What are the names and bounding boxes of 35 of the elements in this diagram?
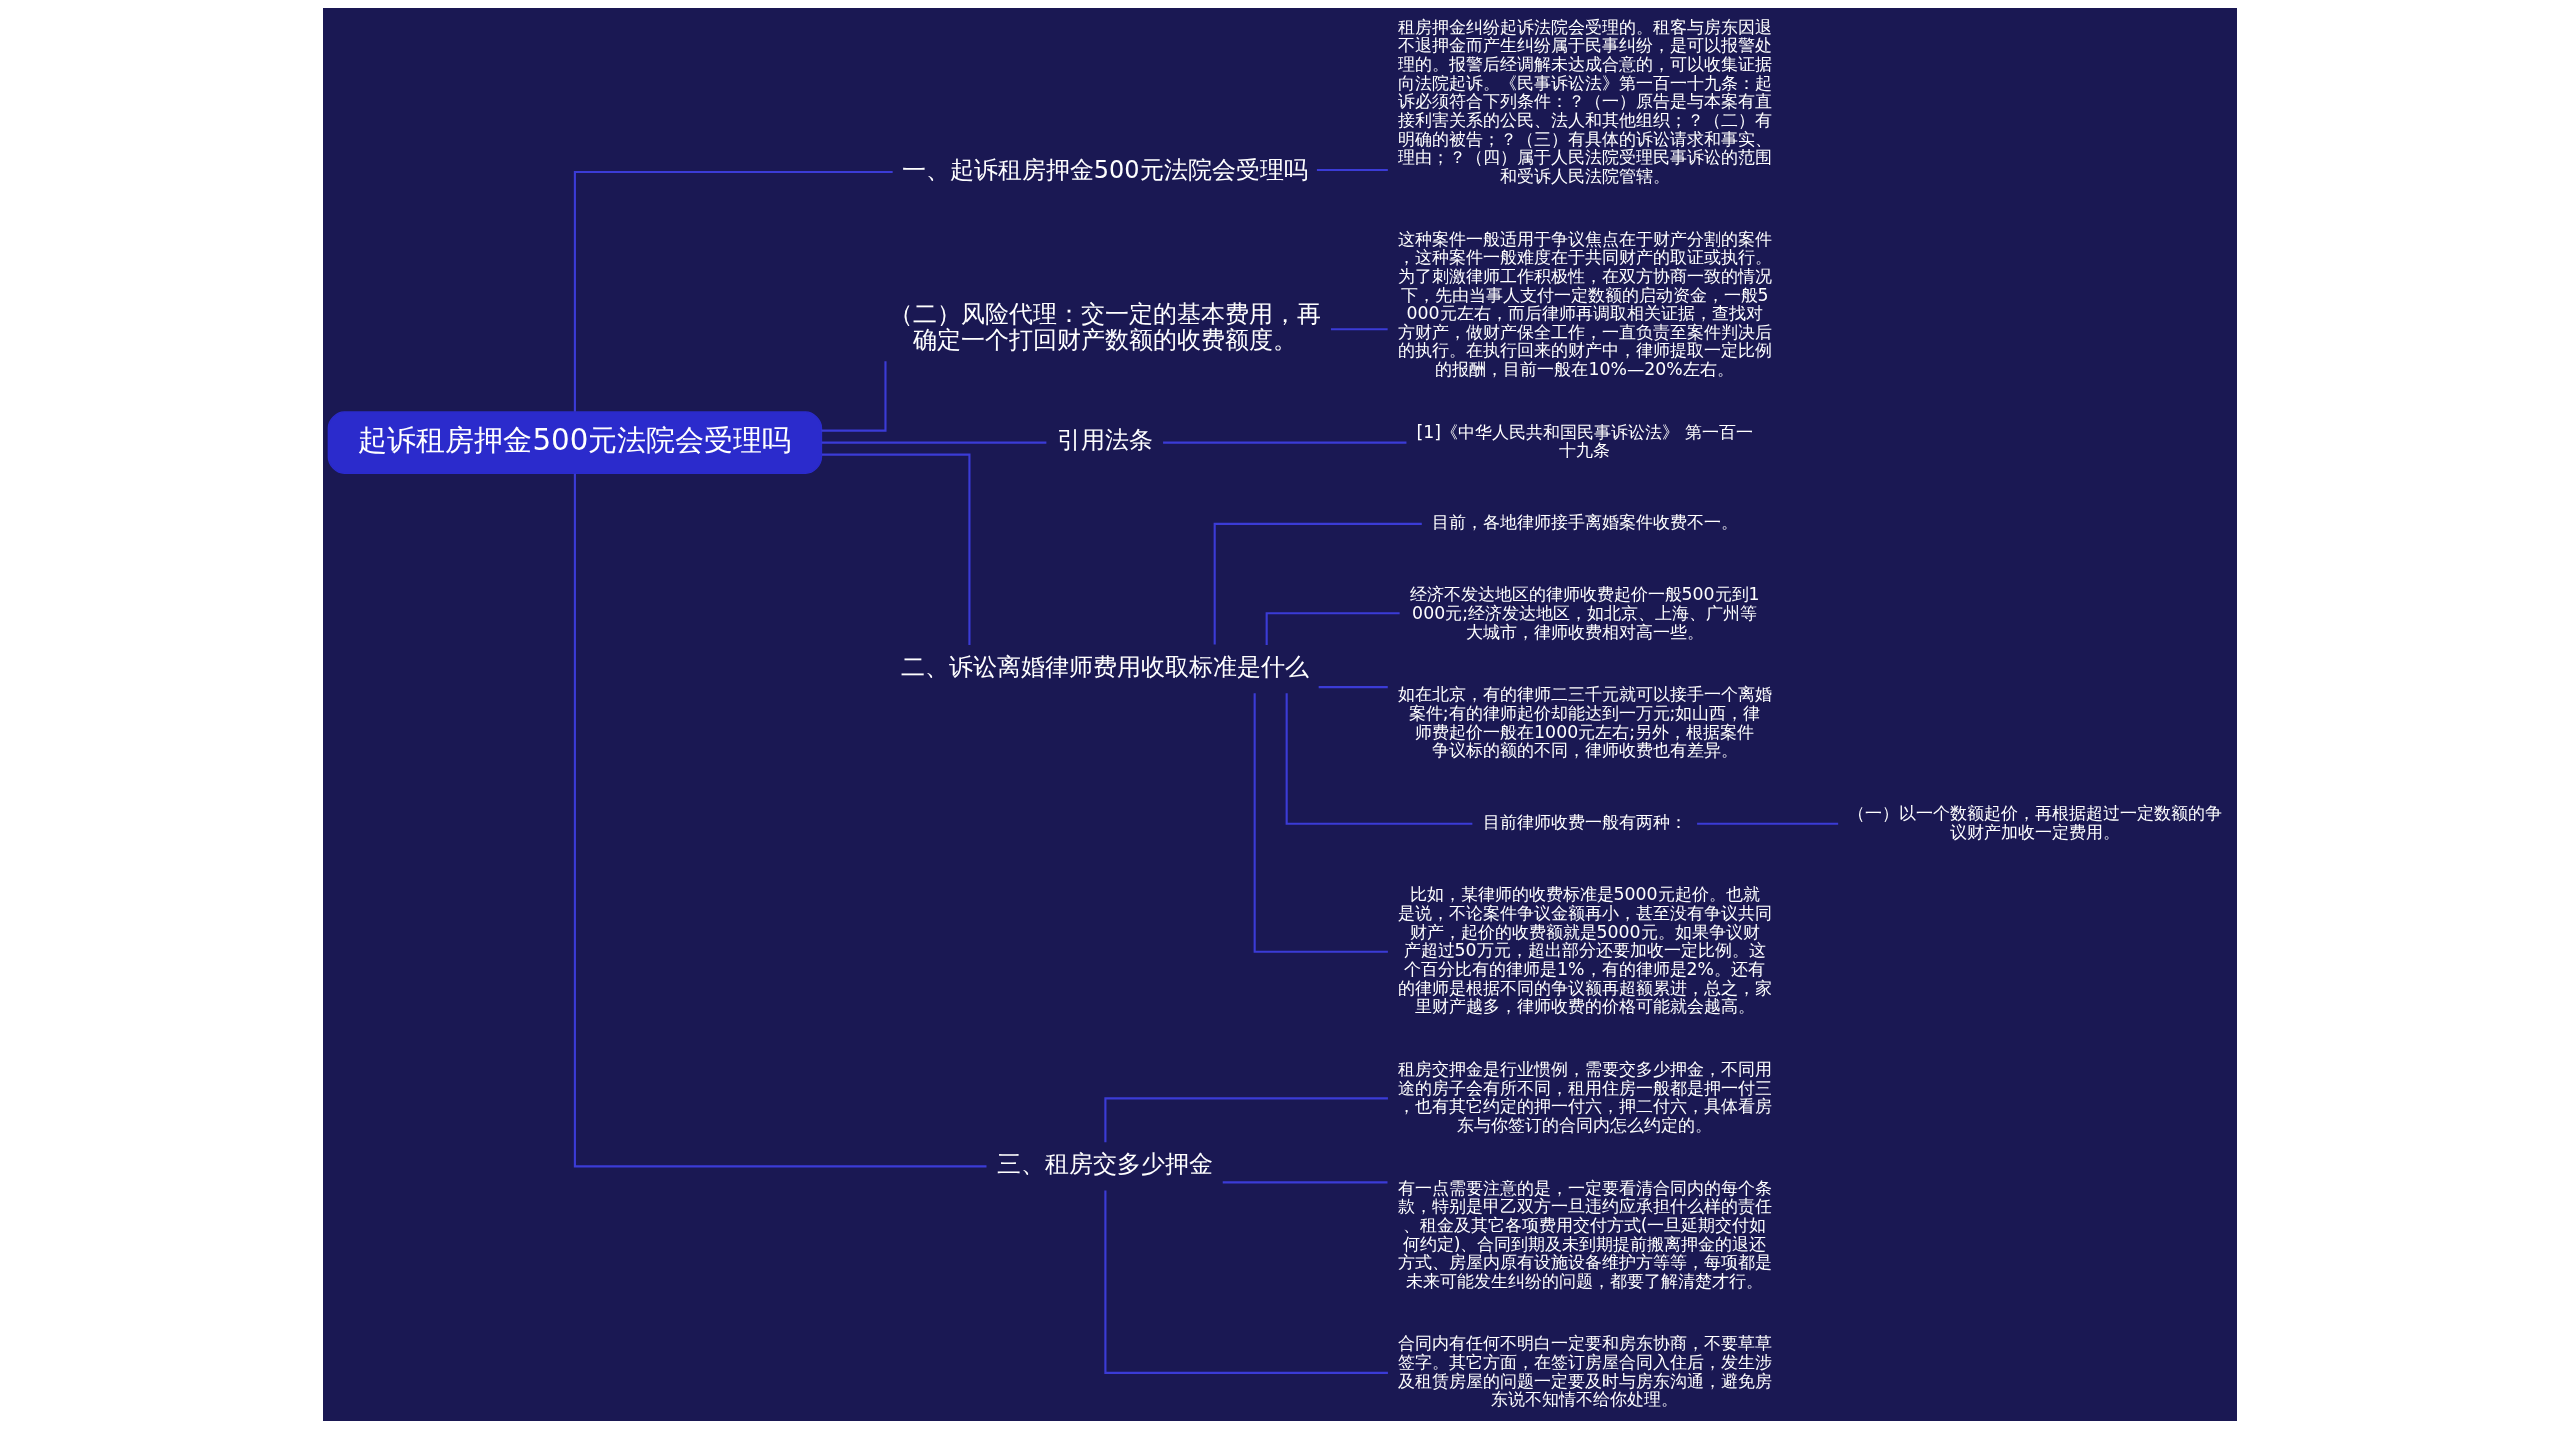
node-text: 这种案件一般适用于争议焦点在于财产分割的案件，这种案件一般难度在于共同财产的取证或执行。为了刺激律师工作积极性，在双方协商一致的情况下，先由当事人支付一定数额的启动资金，一般5000元左右，而后律师再调取相关证据，查找对方财产，做财产保全工作，一直负责至案件判决后的执行。在执行回来的财产中，律师提取一定比例的报酬，目前一般在10%—20%左右。 [1397, 228, 1772, 380]
node-text: 租房交押金是行业惯例，需要交多少押金，不同用途的房子会有所不同，租用住房一般都是押一付三，也有其它约定的押一付六，押二付六，具体看房东与你签订的合同内怎么约定的。 [1397, 1058, 1772, 1135]
connector [1318, 686, 1388, 689]
connector [821, 361, 887, 432]
node-text: 有一点需要注意的是，一定要看清合同内的每个条款，特别是甲乙双方一旦违约应承担什么样的责任、租金及其它各项费用交付方式(一旦延期交付如何约定)、合同到期及未到期提前搬离押金的退还方式、房屋内原有设施设备维护方等等，每项都是未来可能发生纠纷的问题，都要了解清楚才行。 [1397, 1177, 1772, 1291]
node-text: 租房押金纠纷起诉法院会受理的。租客与房东因退不退押金而产生纠纷属于民事纠纷，是可以报警处理的。报警后经调解未达成合意的，可以收集证据向法院起诉。《民事诉讼法》第一百一十九条：起诉必须符合下列条件：？（一）原告是与本案有直接利害关系的公民、法人和其他组织；？（二）有明确的被告；？（三）有具体的诉讼请求和事实、理由；？（四）属于人民法院受理民事诉讼的范围和受诉人民法院管辖。 [1397, 16, 1772, 186]
node-text: 二、诉讼离婚律师费用收取标准是什么 [900, 653, 1309, 682]
node-text: （二）风险代理：交一定的基本费用，再确定一个打回财产数额的收费额度。 [888, 299, 1321, 355]
connector [1213, 522, 1422, 645]
node-text: 目前，各地律师接手离婚案件收费不一。 [1431, 512, 1738, 533]
node-text: 目前律师收费一般有两种： [1482, 812, 1687, 833]
connector [1285, 693, 1473, 825]
node-text: 经济不发达地区的律师收费起价一般500元到1000元;经济发达地区，如北京、上海、广州等大城市，律师收费相对高一些。 [1409, 584, 1760, 642]
connector [1163, 441, 1407, 444]
node-text: 引用法条 [1056, 426, 1153, 455]
connector [1697, 822, 1839, 825]
connector [1222, 1181, 1388, 1184]
connector [1253, 693, 1388, 953]
connector [1316, 168, 1388, 172]
connector [1104, 1097, 1388, 1143]
node-text: 三、租房交多少押金 [996, 1150, 1213, 1179]
node-text: 合同内有任何不明白一定要和房东协商，不要草草签字。其它方面，在签订房屋合同入住后，发生涉及租赁房屋的问题一定要及时与房东沟通，避免房东说不知情不给你处理。 [1397, 1333, 1772, 1410]
connector [1265, 612, 1400, 646]
node-text: （一）以一个数额起价，再根据超过一定数额的争议财产加收一定费用。 [1848, 803, 2223, 842]
connector [1330, 328, 1388, 331]
node-text: 比如，某律师的收费标准是5000元起价。也就是说，不论案件争议金额再小，甚至没有争议共同财产，起价的收费额就是5000元。如果争议财产超过50万元，超出部分还要加收一定比例。这个百分比有的律师是1%，有的律师是2%。还有的律师是根据不同的争议额再超额累进，总之，家里财产越多，律师收费的价格可能就会越高。 [1397, 884, 1772, 1017]
connector [573, 473, 987, 1168]
node-text: 一、起诉租房押金500元法院会受理吗 [901, 155, 1308, 184]
connector [821, 453, 971, 645]
node-box: 起诉租房押金500元法院会受理吗 [327, 411, 823, 474]
connector [821, 441, 1047, 444]
node-text: 如在北京，有的律师二三千元就可以接手一个离婚案件;有的律师起价却能达到一万元;如山西，律师费起价一般在1000元左右;另外，根据案件争议标的额的不同，律师收费也有差异。 [1397, 684, 1772, 761]
connector [573, 170, 893, 412]
node-text: [1]《中华人民共和国民事诉讼法》 第一百一十九条 [1416, 421, 1753, 461]
connector [1104, 1190, 1388, 1374]
